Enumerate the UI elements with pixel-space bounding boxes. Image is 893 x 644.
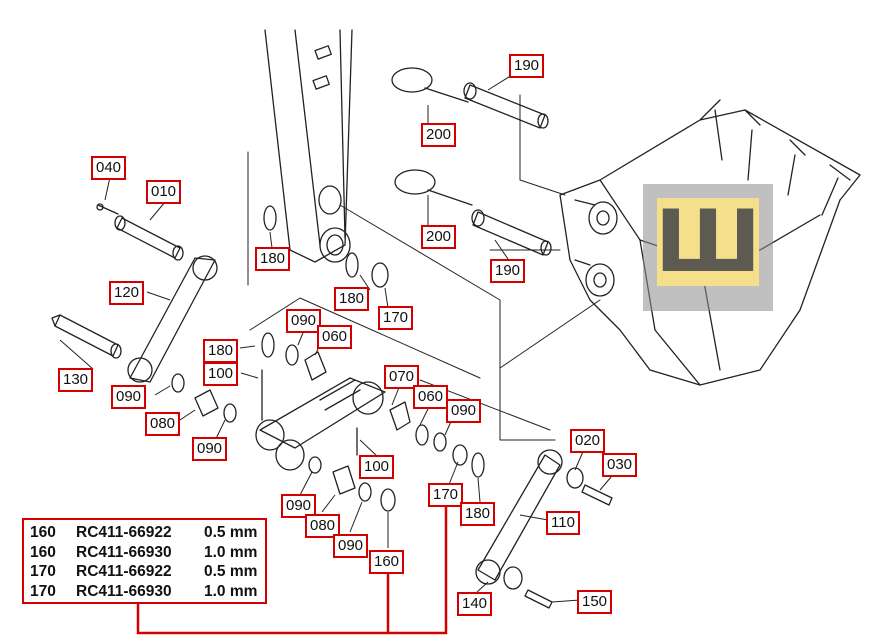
spec-row: 170 RC411-66930 1.0 mm [30,582,259,602]
pin-190-upper [463,82,549,129]
callout-190: 190 [490,259,526,283]
callout-060: 060 [413,385,449,409]
callout-100: 100 [203,362,239,386]
lynch-pin-200-lower [394,169,473,206]
link-120 [127,255,218,383]
callout-200: 200 [421,225,457,249]
callout-070: 070 [384,365,420,389]
leader-lines [59,74,618,603]
callout-020: 020 [570,429,606,453]
spec-code: RC411-66930 [76,543,172,561]
spec-code: RC411-66922 [76,563,172,580]
pin-190-lower [471,209,552,256]
callout-040: 040 [91,156,127,180]
callout-180: 180 [460,502,496,526]
callout-090: 090 [286,309,322,333]
spec-size: 0.5 mm [204,563,258,580]
callout-190: 190 [509,54,545,78]
link-110 [475,449,563,585]
spec-part: 170 [30,563,56,580]
spec-size: 1.0 mm [204,582,258,600]
watermark-glyph: Ш [654,192,762,292]
callout-010: 010 [146,180,182,204]
bolt-030 [566,467,613,506]
arm-boom [264,29,353,263]
shim-spec-table: 160 RC411-66922 0.5 mm 160 RC411-66930 1… [22,518,267,604]
watermark-logo: Ш [643,184,773,311]
callout-200: 200 [421,123,457,147]
spec-part: 170 [30,582,56,600]
spec-row: 160 RC411-66930 1.0 mm [30,543,259,563]
callout-170: 170 [378,306,414,330]
spec-code: RC411-66922 [76,524,172,541]
callout-090: 090 [192,437,228,461]
callout-150: 150 [577,590,613,614]
link-central [255,369,386,471]
spec-code: RC411-66930 [76,582,172,600]
callout-180: 180 [255,247,291,271]
callout-030: 030 [602,453,638,477]
callout-060: 060 [317,325,353,349]
callout-080: 080 [305,514,341,538]
assembly-lines [247,94,601,441]
highlight-bracket [136,505,448,635]
spec-part: 160 [30,524,56,541]
spec-size: 1.0 mm [204,543,258,561]
callout-180: 180 [203,339,239,363]
watermark-badge: Ш [654,192,762,292]
callout-090: 090 [446,399,482,423]
callout-080: 080 [145,412,181,436]
callout-090: 090 [281,494,317,518]
callout-180: 180 [334,287,370,311]
lynch-pin-200-upper [391,67,469,103]
callout-110: 110 [546,511,580,535]
callout-120: 120 [109,281,145,305]
spec-part: 160 [30,543,56,561]
callout-090: 090 [333,534,369,558]
pin-130 [51,314,122,359]
callout-140: 140 [457,592,493,616]
spec-row: 160 RC411-66922 0.5 mm [30,523,259,543]
callout-170: 170 [428,483,464,507]
pin-010 [96,203,184,261]
callout-130: 130 [58,368,94,392]
callout-160: 160 [369,550,405,574]
callout-090: 090 [111,385,147,409]
spec-size: 0.5 mm [204,524,258,541]
washers [171,205,485,512]
callout-100: 100 [359,455,395,479]
spec-row: 170 RC411-66922 0.5 mm [30,562,259,582]
bolt-150 [503,566,553,609]
